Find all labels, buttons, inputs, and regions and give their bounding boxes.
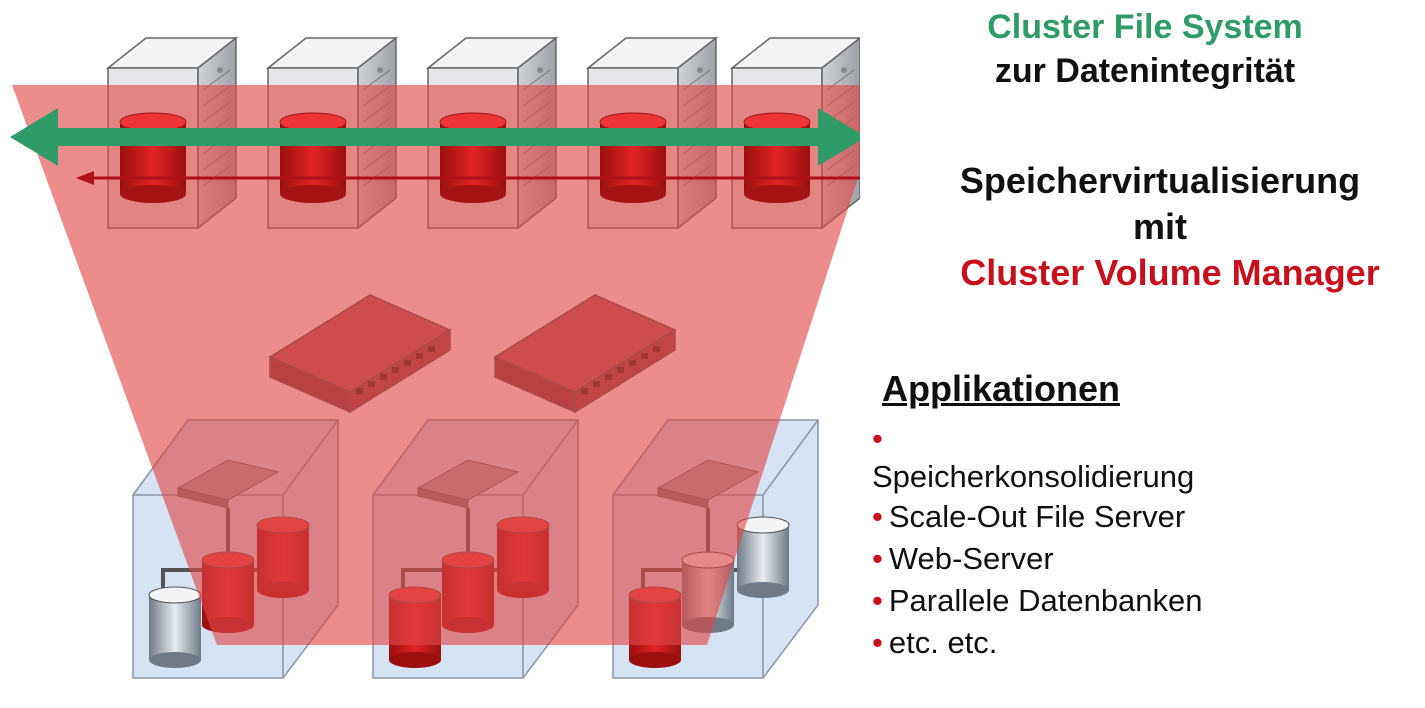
list-item: •etc. etc.: [872, 622, 1412, 664]
bullet-icon: •: [872, 625, 883, 660]
volume-cylinder-icon: [743, 112, 811, 203]
applications-list: • Speicherkonsolidierung •Scale-Out File…: [872, 420, 1412, 664]
bullet-icon: •: [872, 499, 883, 534]
data-integrity-label: zur Datenintegrität: [994, 52, 1296, 90]
disk-cylinder-icon: [148, 586, 202, 668]
cluster-volume-manager-label: Cluster Volume Manager: [960, 252, 1380, 293]
volume-manager-arrow: [76, 171, 860, 185]
list-item: •Web-Server: [872, 538, 1412, 580]
list-item: •Parallele Datenbanken: [872, 580, 1412, 622]
list-item-text: etc. etc.: [888, 625, 998, 660]
list-item-text: Parallele Datenbanken: [888, 583, 1203, 618]
storage-virtualization-label: Speichervirtualisierung: [959, 160, 1361, 201]
cluster-file-system-label: Cluster File System: [987, 8, 1303, 46]
volume-cylinder-icon: [119, 112, 187, 203]
list-item-text: Speicherkonsolidierung: [872, 459, 1195, 494]
bullet-icon: •: [872, 541, 883, 576]
volume-cylinder-icon: [599, 112, 667, 203]
cluster-diagram: [10, 36, 860, 679]
disk-cylinder-icon: [736, 516, 790, 598]
list-item: •Scale-Out File Server: [872, 496, 1412, 538]
list-item-text: Web-Server: [888, 541, 1054, 576]
bullet-icon: •: [872, 421, 883, 456]
list-item-text: Scale-Out File Server: [888, 499, 1186, 534]
with-label: mit: [1133, 206, 1187, 247]
volume-cylinder-icon: [439, 112, 507, 203]
list-item: • Speicherkonsolidierung: [872, 420, 1412, 496]
virtualization-cone: [12, 85, 860, 645]
applications-section: Applikationen • Speicherkonsolidierung •…: [872, 368, 1412, 664]
applications-title: Applikationen: [882, 368, 1121, 409]
file-system-arrow: [10, 108, 860, 166]
bullet-icon: •: [872, 583, 883, 618]
volume-cylinder-icon: [279, 112, 347, 203]
